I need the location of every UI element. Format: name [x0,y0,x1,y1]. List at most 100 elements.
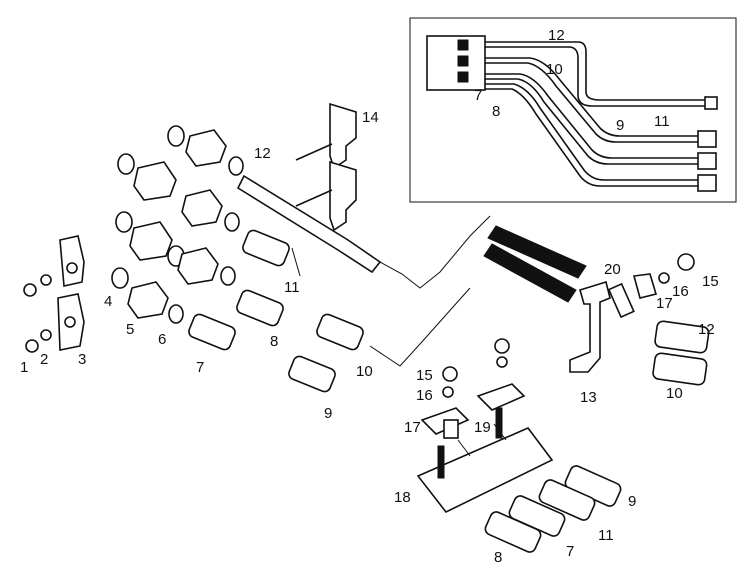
label-12: 12 [254,145,271,162]
right-parts-group: 20 15 16 17 12 10 13 [569,253,719,406]
washer-16 [658,272,670,284]
spacer-19 [443,419,459,439]
label-18: 18 [394,489,411,506]
nut-15 [677,253,695,271]
o-ring [220,266,236,286]
fitting-12 [654,320,710,354]
bracket-pin [295,143,333,161]
clamp-hole [66,262,78,274]
washer-2b [40,329,52,341]
label-11: 11 [284,279,300,296]
o-ring [228,156,244,176]
o-ring [224,212,240,232]
inset-label-11: 11 [654,113,670,130]
inset-end-fitting [704,96,718,110]
nut-15-bottom [442,366,458,382]
inset-end-fitting [697,174,717,192]
union-fitting [177,247,219,285]
adaptor-8 [236,289,284,327]
label-19: 19 [474,419,491,436]
label-1: 1 [20,359,28,376]
connection-line [369,287,471,367]
sleeves-group [483,225,587,303]
bracket-pin [295,189,333,207]
label-8-bottom: 8 [494,549,502,566]
fitting-10 [652,352,708,386]
inset-pipe-10 [485,57,700,137]
label-6: 6 [158,331,166,348]
inset-pipe-10b [485,62,700,143]
clip-17 [632,273,658,299]
mount-plate-18 [416,427,554,514]
label-10: 10 [356,363,373,380]
inset-label-9: 9 [616,117,624,134]
label-5: 5 [126,321,134,338]
screw-20 [607,282,635,319]
bottom-fittings-group: 9 11 7 8 [484,465,636,566]
o-ring [117,153,135,175]
inset-pipe-9b [485,78,700,165]
o-ring-4 [111,267,129,289]
label-4: 4 [104,293,112,310]
union-fitting [181,189,223,227]
clamp-upper [59,235,85,287]
clamp-lower [57,293,85,351]
label-10-right: 10 [666,385,683,402]
inset-pipe-layout: 12 10 7 8 9 11 [409,17,737,203]
adaptors-group: 12 11 8 7 10 9 4 5 6 [104,145,491,422]
label-12-right: 12 [698,321,715,338]
label-7: 7 [196,359,204,376]
union-fitting [133,161,177,201]
label-16-bottom: 16 [416,387,433,404]
bracket-lower [329,160,357,232]
label-17-bottom: 17 [404,419,421,436]
inset-end-fitting [697,130,717,148]
o-ring [115,211,133,233]
sleeve [487,225,587,279]
inset-fitting [457,39,469,51]
washer-16-bottom-b [496,356,508,368]
stud [437,445,445,479]
label-15: 15 [702,273,719,290]
label-20: 20 [604,261,621,278]
washer-16-bottom [442,386,454,398]
clamp-hole [64,316,76,328]
label-9: 9 [324,405,332,422]
label-8: 8 [270,333,278,350]
inset-pipe-12b [485,46,705,107]
inset-pipe-12 [485,41,705,101]
adaptor-7 [188,313,236,351]
inset-fitting [457,71,469,83]
label-17: 17 [656,295,673,312]
union-fitting [129,221,173,261]
clamp-group: 1 2 3 [20,235,86,376]
label-16: 16 [672,283,689,300]
fittings-group [111,125,244,324]
nut-1 [23,283,37,297]
fitting-8-bottom [484,511,542,553]
inset-pipe-11 [485,83,700,181]
label-9-bottom: 9 [628,493,636,510]
label-13: 13 [580,389,597,406]
fitting-11-bottom [538,479,596,521]
inset-label-10: 10 [546,61,563,78]
label-14: 14 [362,109,379,126]
inset-manifold [426,35,486,91]
inset-end-fitting [697,152,717,170]
clip-17-bottom-b [476,383,526,411]
pipe-12 [236,174,382,274]
label-2: 2 [40,351,48,368]
inset-label-12: 12 [548,27,565,44]
stud [495,407,503,439]
washer-2 [40,274,52,286]
adaptor-9 [288,355,336,393]
label-3: 3 [78,351,86,368]
union-fitting [185,129,227,167]
bracket-13 [569,280,611,373]
nut-1b [25,339,39,353]
inset-label-7: 7 [474,87,482,104]
sleeve [483,243,577,303]
label-7-bottom: 7 [566,543,574,560]
